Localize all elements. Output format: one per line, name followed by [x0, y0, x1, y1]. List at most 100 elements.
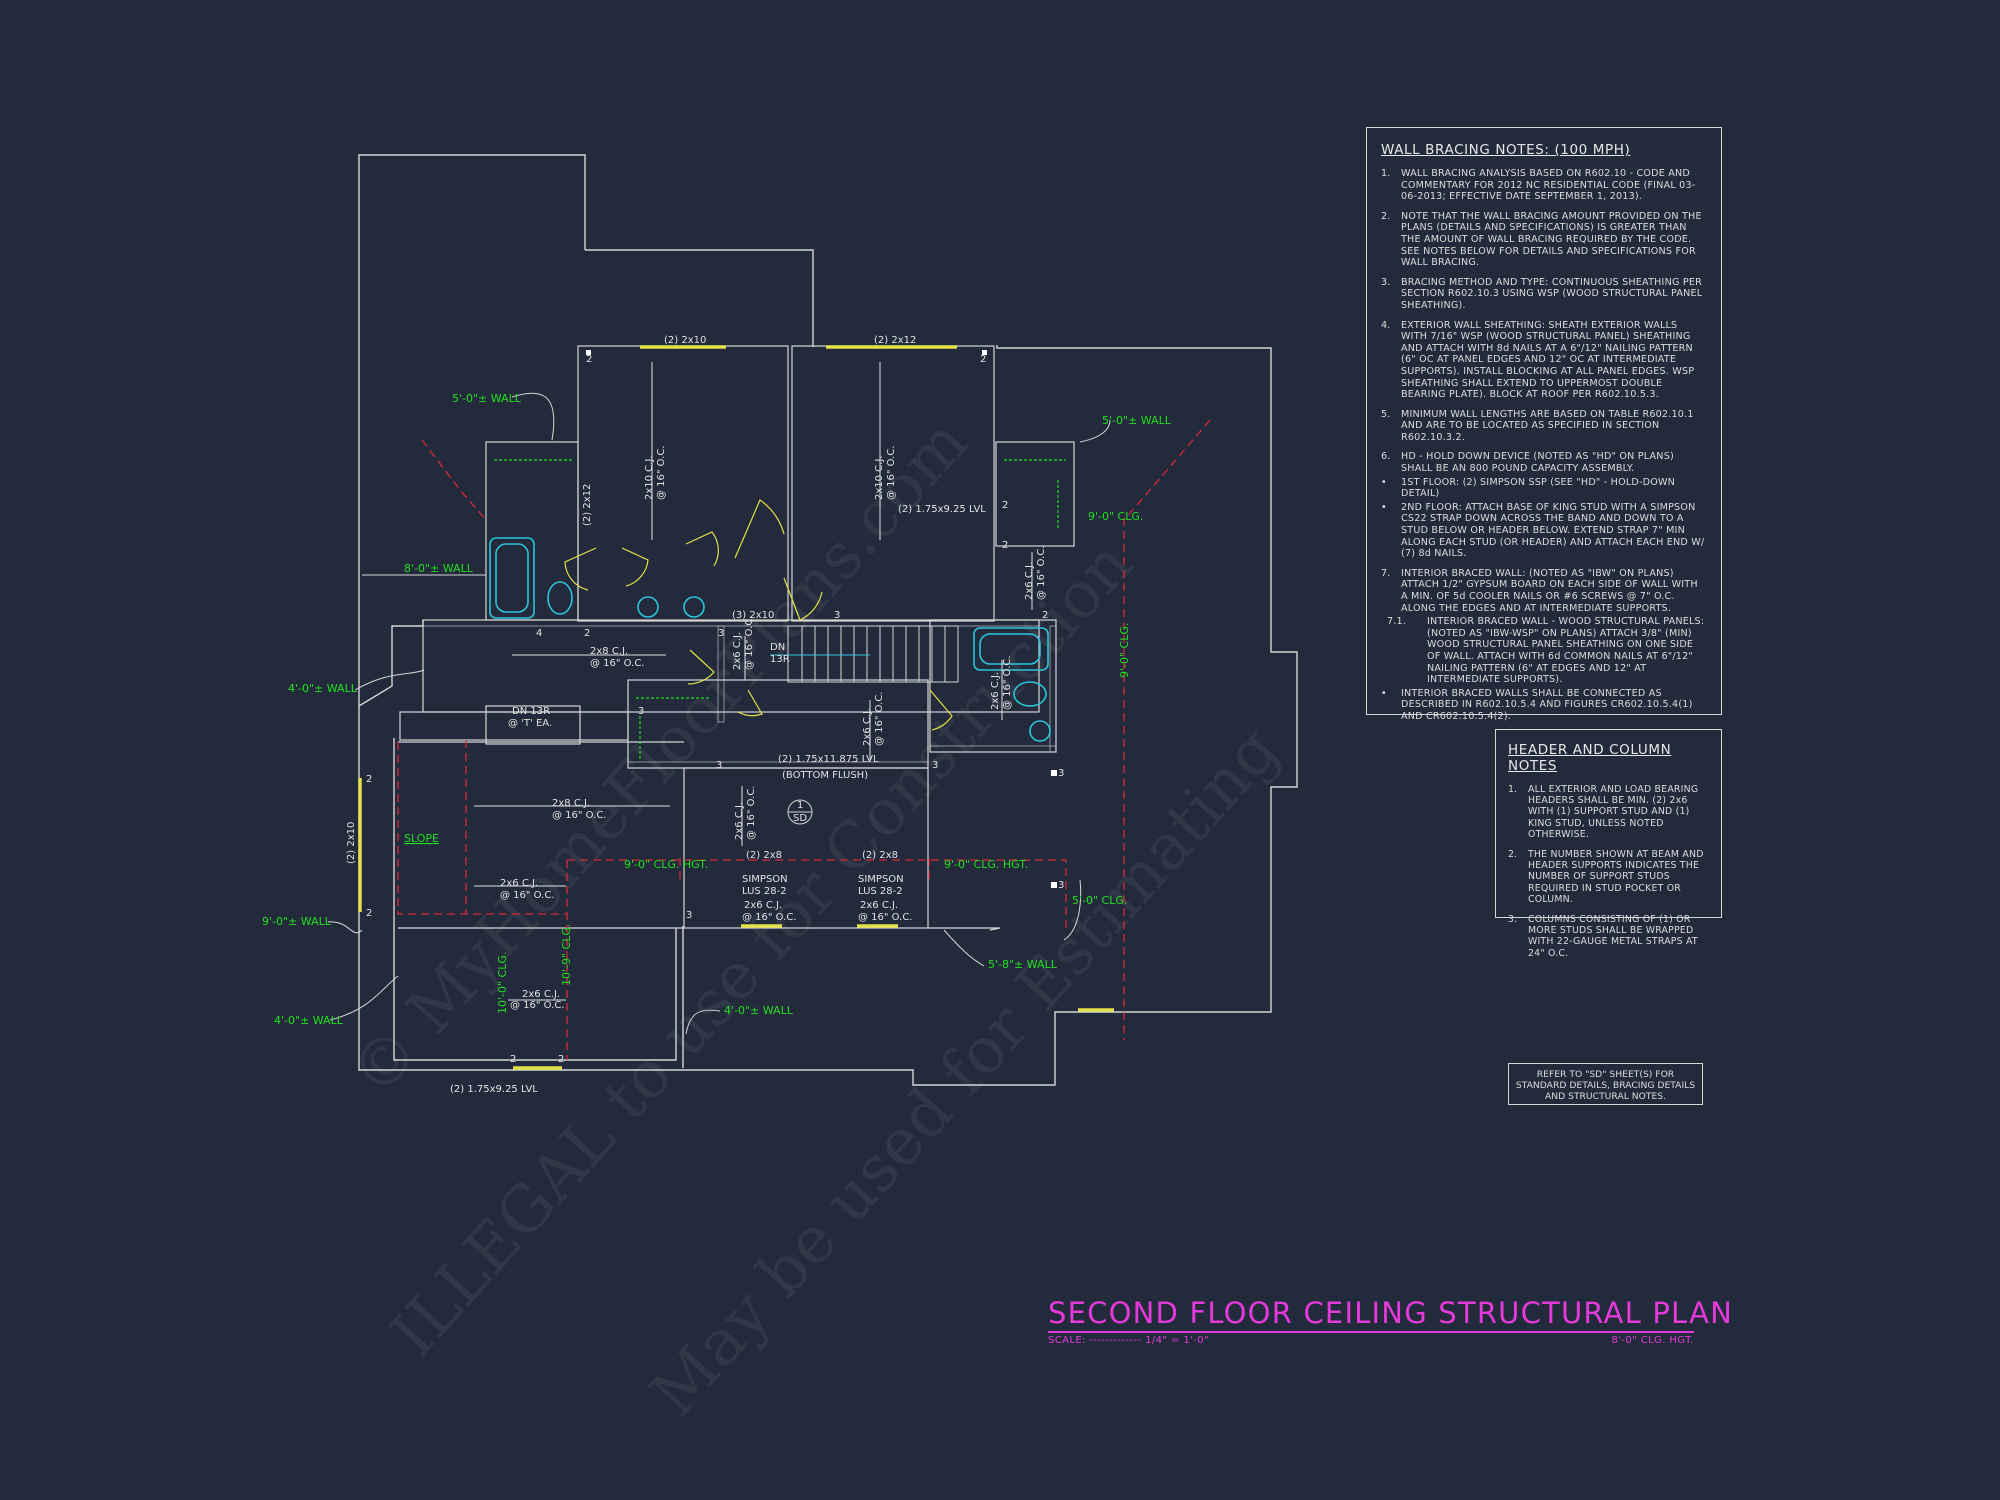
wall-label: 4'-0"± WALL: [274, 1014, 344, 1027]
note-item: 4. EXTERIOR WALL SHEATHING: SHEATH EXTERI…: [1381, 320, 1705, 401]
beam-label: (2) 2x8: [862, 850, 898, 861]
note-text: 2ND FLOOR: ATTACH BASE OF KING STUD WITH…: [1401, 501, 1705, 560]
joist-spacing: @ 16" O.C.: [1036, 546, 1047, 601]
stud-count: 3: [932, 760, 938, 771]
stud-count: 3: [718, 628, 724, 639]
note-number: 1.: [1381, 168, 1391, 179]
note-number: 5.: [1381, 408, 1391, 420]
joist-spacing: @ 16" O.C.: [590, 658, 645, 669]
beam-label: (2) 1.75x9.25 LVL: [450, 1084, 538, 1095]
stud-count: 3: [1058, 768, 1064, 779]
beam-label: (2) 1.75x11.875 LVL: [778, 754, 879, 765]
beam-label: (2) 2x10: [346, 822, 357, 864]
stud-count: 2: [980, 354, 986, 365]
note-number: 6.: [1381, 451, 1391, 463]
note-item: 7.INTERIOR BRACED WALL: (NOTED AS "IBW" …: [1381, 568, 1705, 614]
section-sheet: SD: [793, 813, 807, 824]
joist-label: 2x6 C.J.: [522, 989, 560, 1000]
joist-direction-lines: [474, 362, 1033, 1001]
wall-label: 8'-0"± WALL: [404, 562, 474, 575]
joist-spacing: @ 16" O.C.: [1002, 656, 1013, 711]
beam-label: (2) 2x10: [664, 335, 706, 346]
header-column-notes: HEADER AND COLUMN NOTES 1. ALL EXTERIOR A…: [1495, 729, 1722, 959]
note-number: 4.: [1381, 319, 1391, 331]
note-item: 3. BRACING METHOD AND TYPE: CONTINUOUS SH…: [1381, 277, 1705, 312]
title-subline: SCALE: ------------- 1/4" = 1'-0" 8'-0" …: [1048, 1335, 1694, 1346]
note-text: WALL BRACING ANALYSIS BASED ON R602.10 -…: [1401, 168, 1696, 203]
note-text: EXTERIOR WALL SHEATHING: SHEATH EXTERIOR…: [1401, 319, 1695, 401]
stud-count: 3: [716, 760, 722, 771]
note-item: 3.COLUMNS CONSISTING OF (1) OR MORE STUD…: [1508, 914, 1709, 959]
hanger-label: LUS 28-2: [858, 886, 903, 897]
joist-label: 2x6 C.J.: [734, 802, 745, 840]
header-column-title: HEADER AND COLUMN NOTES: [1508, 742, 1672, 774]
ceiling-height-label: 8'-0" CLG. HGT.: [1611, 1335, 1694, 1346]
stud-count: 3: [834, 610, 840, 621]
hanger-label: SIMPSON: [742, 874, 788, 885]
doors: [564, 499, 953, 731]
stud-count: 2: [1002, 540, 1008, 551]
ceiling-label: 9'-0" CLG. HGT.: [944, 858, 1028, 871]
joist-label: 2x6 C.J.: [862, 708, 873, 746]
wall-hatching: [422, 619, 1057, 769]
stud-count: 2: [366, 774, 372, 785]
note-item: 6. HD - HOLD DOWN DEVICE (NOTED AS "HD" O…: [1381, 451, 1705, 474]
hanger-label: SIMPSON: [858, 874, 904, 885]
beam-label: (2) 1.75x9.25 LVL: [898, 504, 986, 515]
stud-count: 4: [536, 628, 542, 639]
note-item: 5.MINIMUM WALL LENGTHS ARE BASED ON TABL…: [1381, 409, 1705, 444]
hanger-label: LUS 28-2: [742, 886, 787, 897]
joist-spacing: @ 16" O.C.: [886, 446, 897, 501]
joist-label: 2x8 C.J.: [552, 798, 590, 809]
bullet: •: [1381, 501, 1387, 513]
joist-label: 2x10 C.J.: [874, 456, 885, 500]
note-text: INTERIOR BRACED WALLS SHALL BE CONNECTED…: [1401, 687, 1693, 722]
stair: [770, 625, 959, 683]
note-number: 2.: [1508, 849, 1518, 861]
stud-count: 3: [638, 706, 644, 717]
slope-label: SLOPE: [404, 832, 439, 845]
note-text: NOTE THAT THE WALL BRACING AMOUNT PROVID…: [1401, 210, 1702, 269]
stud-count: 2: [558, 1054, 564, 1065]
section-marker: 1 SD: [787, 799, 813, 825]
stud-count: 2: [1042, 610, 1048, 621]
stair-label: DN 13R: [512, 706, 550, 717]
stud-count: 2: [1002, 500, 1008, 511]
note-bullet: • 2ND FLOOR: ATTACH BASE OF KING STUD WIT…: [1381, 502, 1705, 560]
joist-spacing: @ 16" O.C.: [742, 912, 797, 923]
stud-count: 2: [366, 908, 372, 919]
note-item: 1. ALL EXTERIOR AND LOAD BEARING HEADERS …: [1508, 784, 1709, 840]
joist-spacing: @ 16" O.C.: [552, 810, 607, 821]
note-number: 2.: [1381, 210, 1391, 222]
ceiling-label: 9'-0" CLG. HGT.: [624, 858, 708, 871]
joist-spacing: @ 16" O.C.: [744, 616, 755, 671]
note-number: 1.: [1508, 784, 1518, 795]
ceiling-label: 5'-0" CLG.: [1072, 894, 1127, 907]
wall-label: 4'-0"± WALL: [724, 1004, 794, 1017]
post-markers: [586, 350, 1057, 888]
joist-label: 2x8 C.J.: [590, 646, 628, 657]
note-text: 1ST FLOOR: (2) SIMPSON SSP (SEE "HD" - H…: [1401, 476, 1676, 500]
note-text: BRACING METHOD AND TYPE: CONTINUOUS SHEA…: [1401, 276, 1703, 311]
green-labels: 5'-0"± WALL 8'-0"± WALL 4'-0"± WALL 9'-0…: [262, 392, 1172, 1027]
stud-count: 2: [586, 354, 592, 365]
note-number: 3.: [1381, 276, 1391, 288]
note-text: ALL EXTERIOR AND LOAD BEARING HEADERS SH…: [1528, 784, 1699, 840]
joist-spacing: @ 16" O.C.: [746, 786, 757, 841]
note-text: HD - HOLD DOWN DEVICE (NOTED AS "HD" ON …: [1401, 451, 1674, 475]
stair-label: DN: [770, 642, 785, 653]
scale-label: SCALE: ------------- 1/4" = 1'-0": [1048, 1335, 1210, 1346]
bullet: •: [1381, 687, 1387, 699]
stair-label: @ 'T' EA.: [508, 718, 552, 729]
beam-note: (BOTTOM FLUSH): [782, 770, 868, 781]
wall-label: 9'-0"± WALL: [262, 915, 332, 928]
label-leaders: [327, 392, 1111, 1035]
joist-label: 2x6 C.J.: [500, 878, 538, 889]
joist-spacing: @ 16" O.C.: [510, 1000, 565, 1011]
wall-label: 4'-0"± WALL: [288, 682, 358, 695]
ceiling-label: 9'-0" CLG.: [1118, 623, 1131, 678]
exterior-walls: [358, 154, 1298, 1086]
wall-label: 5'-0"± WALL: [1102, 414, 1172, 427]
joist-label: 2x10 C.J.: [644, 456, 655, 500]
